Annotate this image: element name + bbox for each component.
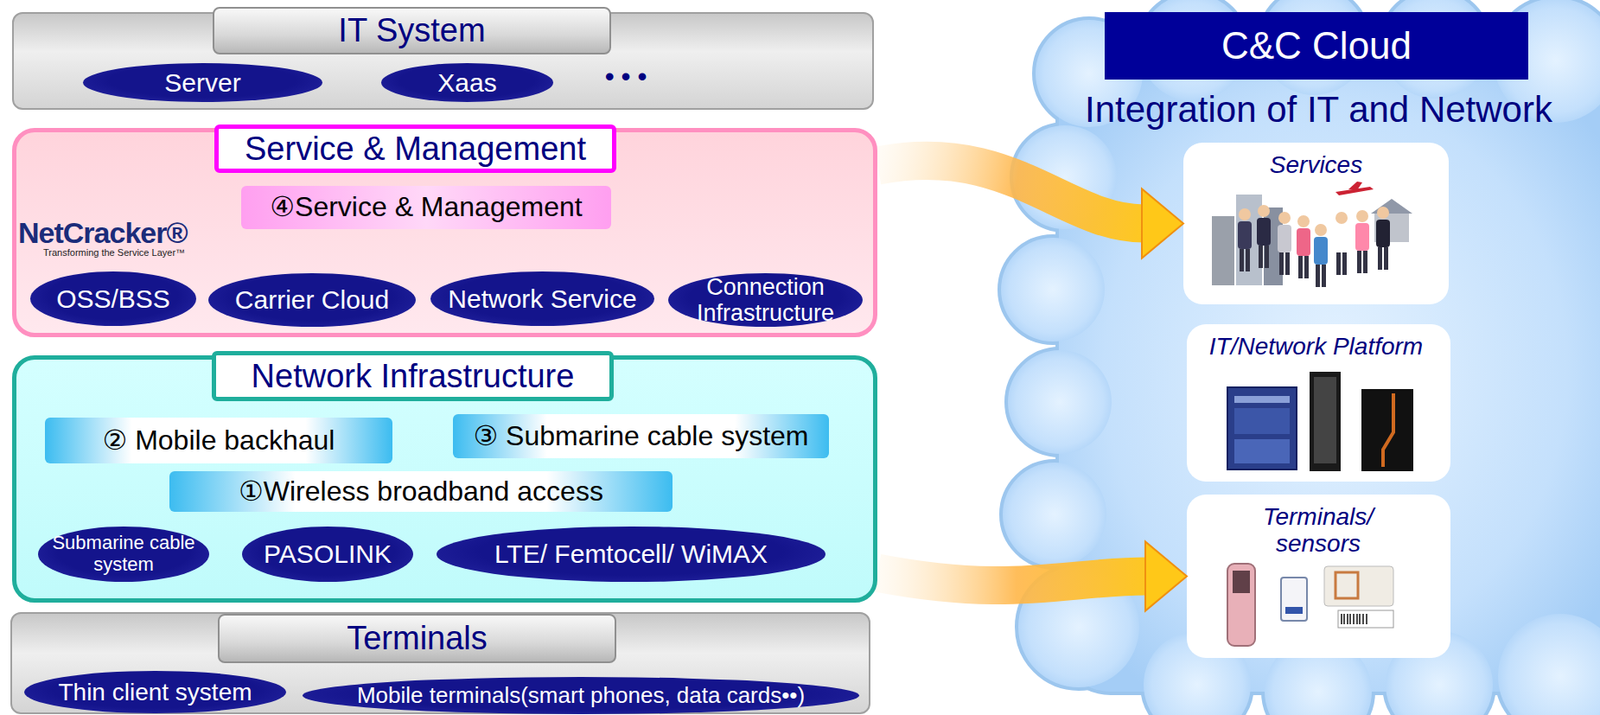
service-ellipse: Network Service xyxy=(430,271,655,326)
cloud-region: C&C CloudIntegration of IT and NetworkSe… xyxy=(1035,20,1600,715)
terminal-ellipse: Thin client system xyxy=(24,670,287,714)
box-label: ③ Submarine cable system xyxy=(452,414,829,459)
callout-bar: ①Wireless broadband access xyxy=(169,471,673,512)
network-ellipse: PASOLINK xyxy=(242,526,414,582)
box-label: PASOLINK xyxy=(242,526,414,582)
box-label: Connection Infrastructure xyxy=(668,273,863,327)
box-label: Carrier Cloud xyxy=(208,273,416,327)
people-illustration xyxy=(1211,181,1413,287)
xaas-ellipse: Server xyxy=(82,63,323,102)
xaas-ellipse: Xaas xyxy=(381,63,554,102)
network-ellipse: LTE/ Femtocell/ WiMAX xyxy=(436,526,826,582)
heading-text: Terminals/ sensors xyxy=(1227,501,1409,559)
service-ellipse: OSS/BSS xyxy=(30,271,197,326)
box-label: Submarine cable system xyxy=(38,526,210,582)
box-label: Network Service xyxy=(430,271,655,326)
box-label: ①Wireless broadband access xyxy=(169,471,673,512)
equipment-illustration xyxy=(1227,371,1414,472)
box-label: ④Service & Management xyxy=(241,185,612,230)
network-panel: Network Infrastructure② Mobile backhaul③… xyxy=(12,355,878,603)
network-ellipse: Submarine cable system xyxy=(38,526,210,582)
box-label: Xaas xyxy=(381,63,554,102)
terminal-illustration xyxy=(1227,563,1394,646)
callout-bar: ③ Submarine cable system xyxy=(452,414,829,459)
it-system-band: IT SystemServerXaas xyxy=(12,12,874,110)
heading-text: Network Infrastructure xyxy=(211,350,614,402)
logo-text: NetCracker® xyxy=(18,216,188,250)
flow-arrow xyxy=(877,541,1187,612)
heading-text: Integration of IT and Network xyxy=(1037,84,1600,135)
platform-box: Services xyxy=(1183,142,1449,305)
terminal-ellipse: Mobile terminals(smart phones, data card… xyxy=(302,676,860,714)
platform-box: IT/Network Platform xyxy=(1186,324,1451,482)
box-label: Mobile terminals(smart phones, data card… xyxy=(302,676,860,714)
callout-bar: ④Service & Management xyxy=(241,185,612,230)
box-label: OSS/BSS xyxy=(30,271,197,326)
service-ellipse: Carrier Cloud xyxy=(208,273,416,327)
terminals-band: TerminalsThin client system Mobile termin… xyxy=(10,611,871,714)
ellipsis-mark: • • • xyxy=(605,62,647,92)
flow-arrow xyxy=(877,160,1184,259)
heading-text: IT/Network Platform xyxy=(1192,328,1440,365)
box-label: Server xyxy=(82,63,323,102)
box-label: LTE/ Femtocell/ WiMAX xyxy=(436,526,826,582)
heading-text: Terminals xyxy=(217,613,617,663)
heading-text: Service & Management xyxy=(214,124,617,173)
heading-text: Services xyxy=(1192,146,1440,184)
service-ellipse: Connection Infrastructure xyxy=(668,273,863,327)
logo-text: Transforming the Service Layer™ xyxy=(43,247,185,258)
platform-box: Terminals/ sensors xyxy=(1186,494,1451,658)
callout-bar: ② Mobile backhaul xyxy=(44,417,393,464)
heading-text: C&C Cloud xyxy=(1104,12,1529,80)
box-label: ② Mobile backhaul xyxy=(44,417,393,464)
heading-text: IT System xyxy=(212,6,612,55)
box-label: Thin client system xyxy=(24,670,287,714)
